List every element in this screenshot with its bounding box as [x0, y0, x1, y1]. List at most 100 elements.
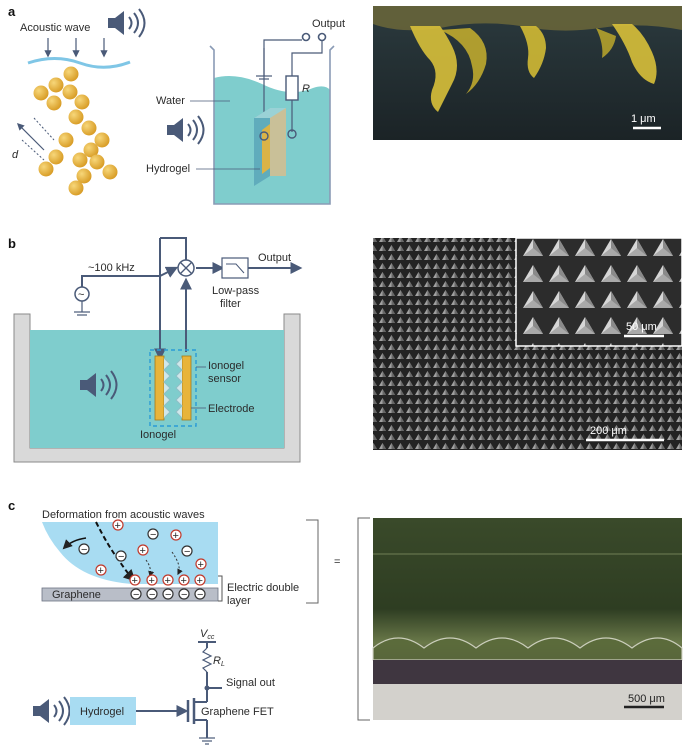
ion-minus: −	[146, 588, 158, 601]
incoming-wave-arrows	[44, 38, 108, 58]
signal-out-label: Signal out	[226, 677, 275, 689]
ion-minus: −	[178, 588, 190, 601]
fet-icon	[186, 698, 196, 724]
r-label: R	[302, 83, 310, 95]
deformation-arrow	[62, 537, 87, 550]
mixer-icon	[177, 259, 195, 277]
ionogel-sensor	[149, 349, 197, 427]
speaker-icon	[108, 8, 146, 38]
ion-plus: +	[146, 574, 158, 587]
ion-minus: −	[78, 543, 90, 556]
resistor-icon	[285, 75, 299, 101]
svg-text:+: +	[98, 565, 104, 577]
ion-plus: +	[195, 558, 207, 571]
ions: + + + + + − − − − + + + + + − − − − −	[78, 519, 207, 601]
edl-bracket	[218, 575, 223, 602]
water-label: Water	[156, 95, 185, 107]
svg-text:−: −	[150, 529, 156, 541]
acoustic-wave-label: Acoustic wave	[20, 22, 90, 34]
frequency-label: ~100 kHz	[88, 262, 135, 274]
svg-text:−: −	[197, 589, 203, 601]
svg-text:+: +	[165, 575, 171, 587]
low-pass-label-line2: filter	[220, 298, 241, 310]
panel-label-c: c	[8, 498, 15, 513]
ion-plus: +	[137, 544, 149, 557]
scale-bar-a: 1 μm	[631, 113, 656, 125]
ion-plus: +	[112, 519, 124, 532]
ion-plus: +	[178, 574, 190, 587]
micrograph-b	[373, 237, 683, 450]
fet-circuit	[194, 641, 222, 745]
edl-label-line2: layer	[227, 595, 251, 607]
d-dimension-marker	[16, 117, 55, 161]
ion-minus: −	[194, 588, 206, 601]
scale-bar-c: 500 μm	[628, 693, 665, 705]
d-label: d	[12, 149, 19, 161]
ion-plus: +	[170, 529, 182, 542]
svg-text:+: +	[173, 530, 179, 542]
output-label-a: Output	[312, 18, 345, 30]
panel-label-a: a	[8, 4, 16, 19]
graphene-fet-label: Graphene FET	[201, 706, 274, 718]
ion-plus: +	[162, 574, 174, 587]
ion-minus: −	[130, 588, 142, 601]
edl-label-line1: Electric double	[227, 582, 299, 594]
left-bracket	[306, 519, 319, 604]
svg-text:+: +	[197, 575, 203, 587]
ion-plus: +	[129, 574, 141, 587]
svg-text:+: +	[149, 575, 155, 587]
hydrogel-box	[70, 697, 136, 725]
svg-text:−: −	[149, 589, 155, 601]
low-pass-filter-icon	[221, 257, 249, 279]
ionogel-label: Ionogel	[140, 429, 176, 441]
ion-path-1	[145, 559, 155, 578]
ion-plus: +	[194, 574, 206, 587]
ion-minus: −	[162, 588, 174, 601]
speaker-icon	[33, 696, 71, 726]
svg-text:−: −	[181, 589, 187, 601]
circuit-a	[256, 32, 327, 132]
micrograph-a	[373, 6, 682, 140]
hydrogel-box-label: Hydrogel	[80, 706, 124, 718]
sine-source-icon	[74, 286, 90, 302]
hydrogel-sample	[254, 108, 297, 186]
vcc-label: Vcc	[200, 628, 215, 641]
svg-text:−: −	[184, 546, 190, 558]
svg-text:+: +	[198, 559, 204, 571]
inset-scale-bar-b: 50 μm	[626, 321, 657, 333]
svg-text:+: +	[132, 575, 138, 587]
ion-minus: −	[115, 550, 127, 563]
hydrogel-label: Hydrogel	[146, 163, 190, 175]
speaker-icon	[167, 115, 205, 145]
ionogel-sensor-label-line2: sensor	[208, 373, 241, 385]
rl-label: RL	[213, 655, 225, 668]
water-surface-wave	[27, 57, 131, 69]
output-label-b: Output	[258, 252, 291, 264]
electrode-label: Electrode	[208, 403, 254, 415]
source-symbol: ~	[78, 289, 84, 301]
svg-text:+: +	[181, 575, 187, 587]
scale-bar-b: 200 μm	[590, 425, 627, 437]
ion-plus: +	[95, 564, 107, 577]
svg-text:+: +	[140, 545, 146, 557]
ion-minus: −	[181, 545, 193, 558]
svg-text:−: −	[165, 589, 171, 601]
micrograph-c	[372, 518, 683, 720]
graphene-layer	[41, 587, 219, 602]
svg-text:−: −	[133, 589, 139, 601]
right-bracket	[357, 517, 370, 721]
circuit-b	[74, 237, 303, 361]
ionogel-sensor-label-line1: Ionogel	[208, 360, 244, 372]
ion-minus: −	[147, 528, 159, 541]
deformation-label: Deformation from acoustic waves	[42, 509, 205, 521]
nanoparticle-chain	[33, 66, 118, 196]
svg-text:+: +	[115, 520, 121, 532]
graphene-label: Graphene	[52, 589, 101, 601]
speaker-icon	[80, 370, 118, 400]
low-pass-label-line1: Low-pass	[212, 285, 260, 297]
svg-text:−: −	[118, 551, 124, 563]
svg-text:−: −	[81, 544, 87, 556]
equals-sign: =	[334, 556, 340, 568]
panel-label-b: b	[8, 236, 16, 251]
